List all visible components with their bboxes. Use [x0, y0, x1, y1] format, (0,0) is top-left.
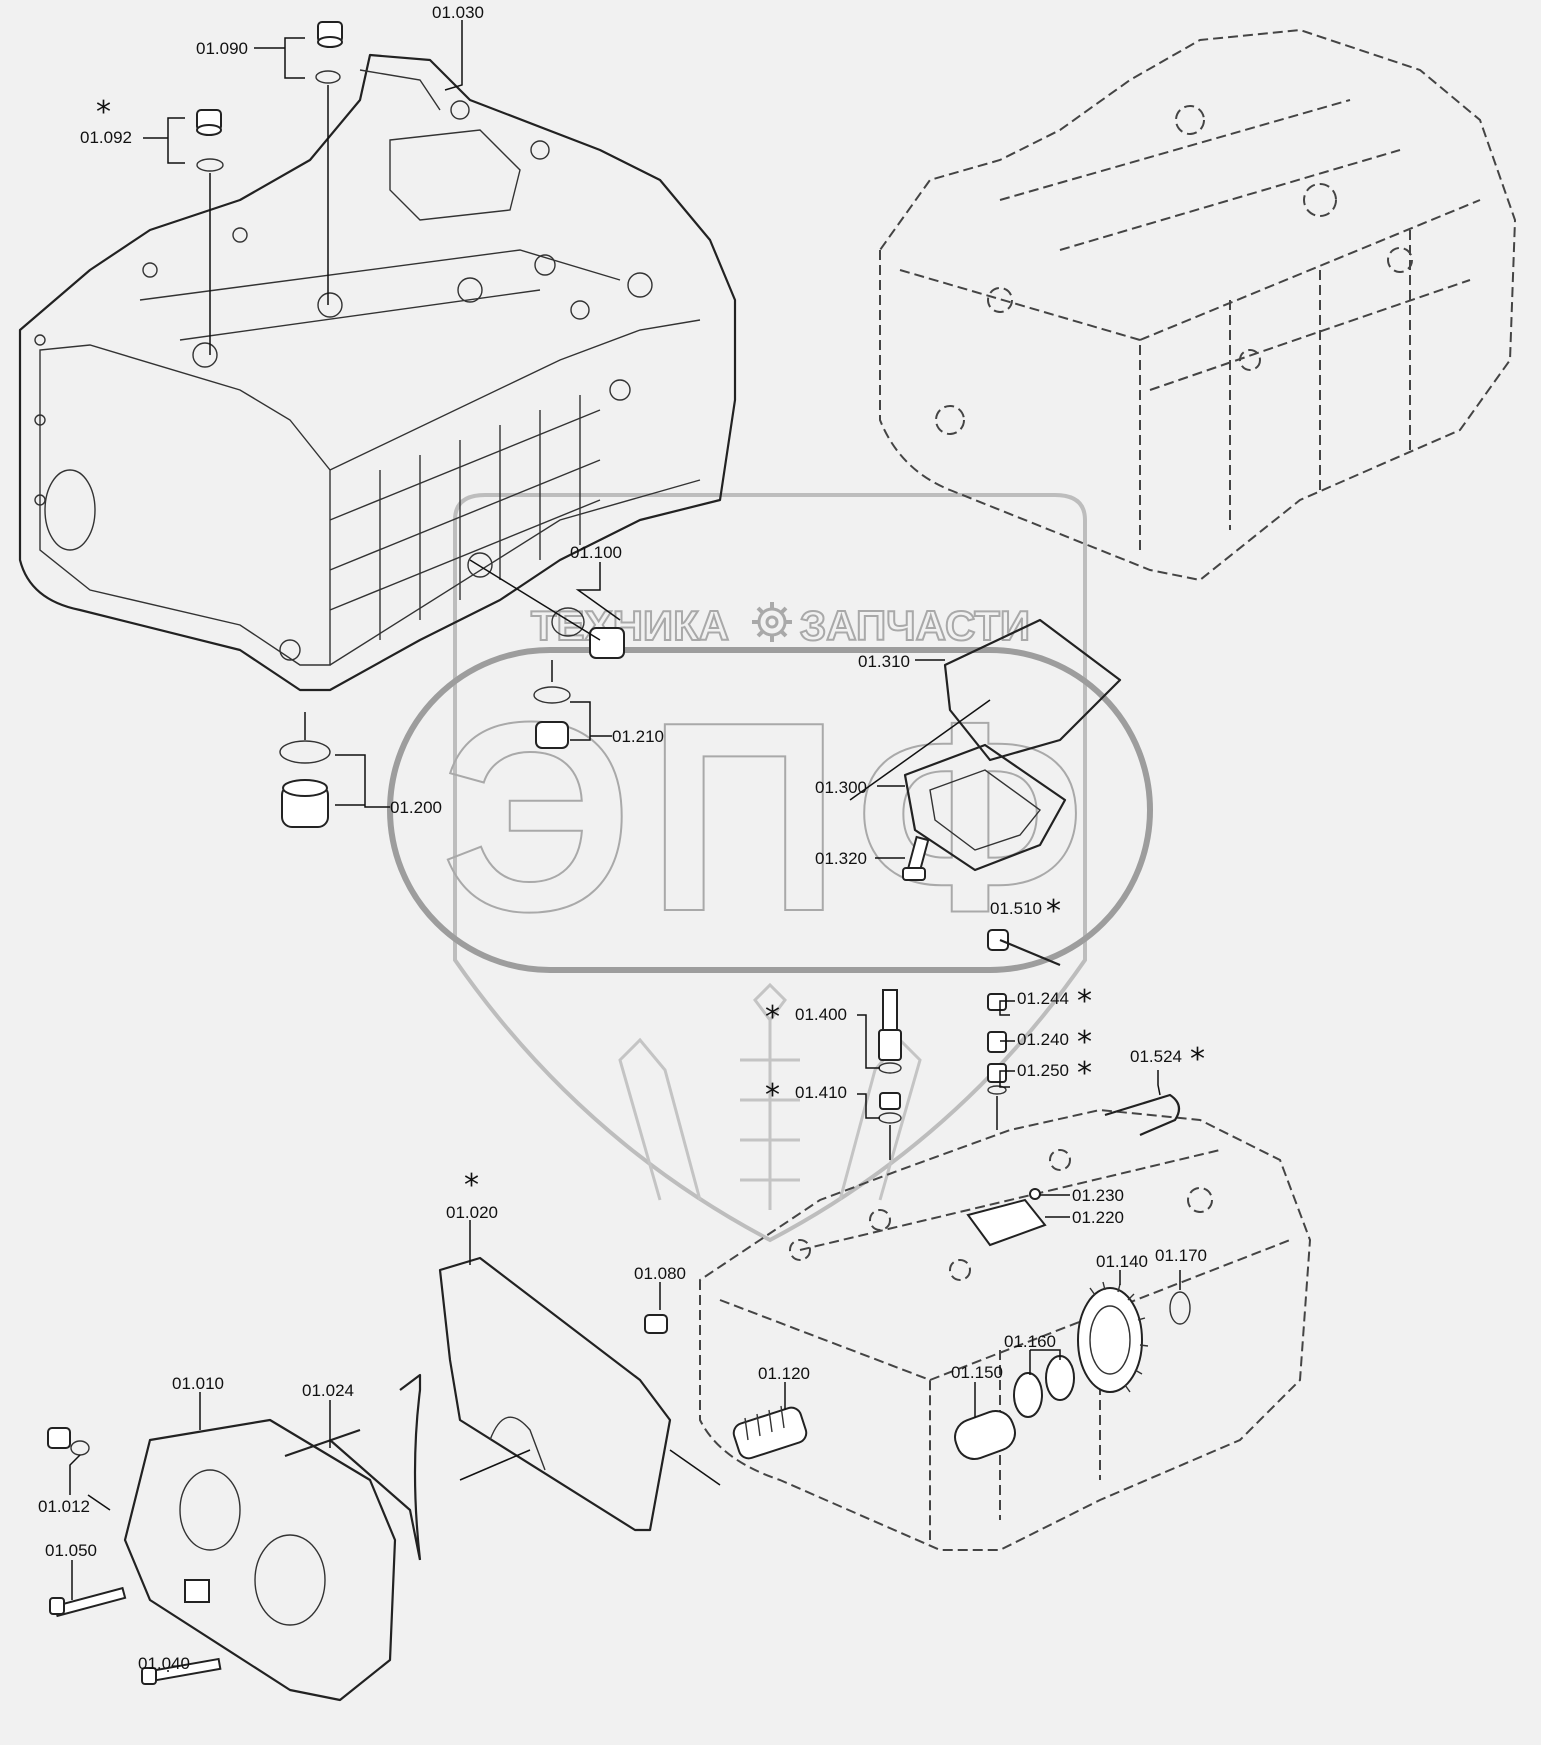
sensor-01-510: [987, 929, 1061, 967]
watermark-gear-icon: [752, 602, 792, 642]
screw-01-230: [1029, 1188, 1041, 1200]
plug-01-240: [987, 1031, 1007, 1053]
label-01-244: 01.244: [1017, 989, 1069, 1008]
ghost-housing-bottom: [699, 1108, 1312, 1551]
gasket-01-020: [438, 1256, 672, 1532]
label-01-080: 01.080: [634, 1264, 686, 1283]
star-01-250: *: [1077, 1056, 1092, 1091]
nut-01-244: [987, 993, 1007, 1011]
star-01-020: *: [464, 1168, 479, 1203]
plug-01-092: [196, 109, 224, 355]
watermark: ЭПФ ТЕХНИКА ЗАПЧАСТИ: [387, 493, 1153, 1243]
watermark-monogram: ЭПФ: [441, 667, 1100, 968]
label-01-020: 01.020: [446, 1203, 498, 1222]
label-01-230: 01.230: [1072, 1186, 1124, 1205]
star-01-244: *: [1077, 984, 1092, 1019]
tube-01-024: [284, 1373, 422, 1561]
label-01-300: 01.300: [815, 778, 867, 797]
label-01-090: 01.090: [196, 39, 248, 58]
sensor-01-400: [878, 989, 902, 1074]
star-01-092: *: [96, 95, 111, 130]
filter-01-120: [732, 1405, 808, 1460]
label-01-010: 01.010: [172, 1374, 224, 1393]
plug-01-210: [533, 660, 571, 749]
label-01-120: 01.120: [758, 1364, 810, 1383]
star-01-410: *: [765, 1078, 780, 1113]
label-01-150: 01.150: [951, 1363, 1003, 1382]
upper-housing: [18, 53, 737, 692]
label-01-410: 01.410: [795, 1083, 847, 1102]
label-01-012: 01.012: [38, 1497, 90, 1516]
label-01-220: 01.220: [1072, 1208, 1124, 1227]
star-01-524: *: [1190, 1042, 1205, 1077]
label-01-200: 01.200: [390, 798, 442, 817]
leader-lines: [69, 20, 1181, 1672]
breather-01-220: [966, 1198, 1047, 1247]
label-01-100: 01.100: [570, 543, 622, 562]
label-01-240: 01.240: [1017, 1030, 1069, 1049]
ring-01-170: [1169, 1291, 1191, 1325]
label-01-024: 01.024: [302, 1381, 354, 1400]
label-01-310: 01.310: [858, 652, 910, 671]
label-01-092: 01.092: [80, 128, 132, 147]
clip-01-524: [1104, 1093, 1181, 1137]
label-01-040: 01.040: [138, 1654, 190, 1673]
sleeve-01-150: [954, 1410, 1016, 1460]
label-01-140: 01.140: [1096, 1252, 1148, 1271]
plug-01-410: [878, 1092, 902, 1160]
watermark-shield: [453, 493, 1087, 1243]
asterisk-markers: * * * * * * * * *: [96, 95, 1205, 1203]
ghost-housing-top: [879, 28, 1517, 582]
label-01-210: 01.210: [612, 727, 664, 746]
plug-01-012: [47, 1427, 90, 1456]
bearing-01-160: [1013, 1355, 1075, 1418]
watermark-oval: [387, 647, 1153, 973]
gear-01-140: [1077, 1281, 1149, 1393]
bolt-01-320: [902, 835, 930, 881]
cover-plate-01-010: [123, 1418, 397, 1702]
label-01-170: 01.170: [1155, 1246, 1207, 1265]
bolt-01-040: [141, 1657, 222, 1685]
plug-01-100: [469, 559, 625, 659]
star-01-240: *: [1077, 1025, 1092, 1060]
bolt-01-050: [49, 1586, 127, 1618]
gasket-01-310: [943, 618, 1122, 762]
label-01-030: 01.030: [432, 3, 484, 22]
label-01-510: 01.510: [990, 899, 1042, 918]
plug-01-090: [315, 21, 343, 305]
cover-01-300: [903, 743, 1067, 872]
label-01-050: 01.050: [45, 1541, 97, 1560]
callout-labels: 01.030 01.090 01.092 01.100 01.210 01.20…: [38, 3, 1207, 1673]
label-01-320: 01.320: [815, 849, 867, 868]
label-01-400: 01.400: [795, 1005, 847, 1024]
plug-01-200: [279, 712, 331, 828]
label-01-250: 01.250: [1017, 1061, 1069, 1080]
star-01-510: *: [1046, 894, 1061, 929]
parts-small: [47, 21, 1191, 1702]
label-01-160: 01.160: [1004, 1332, 1056, 1351]
label-01-524: 01.524: [1130, 1047, 1182, 1066]
plug-01-250: [987, 1063, 1007, 1130]
pin-01-080: [644, 1314, 668, 1334]
star-01-400: *: [765, 1000, 780, 1035]
